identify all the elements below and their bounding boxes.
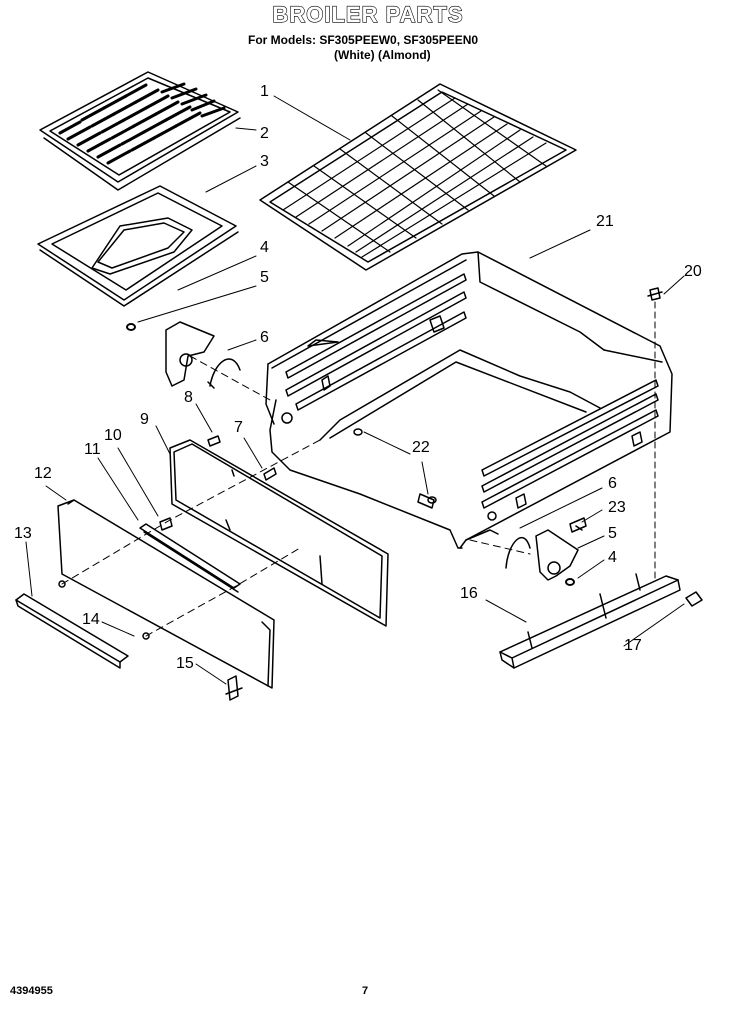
callout-9: 9 bbox=[140, 411, 149, 428]
screw-part-15 bbox=[225, 675, 243, 701]
leader-lines bbox=[25, 95, 685, 685]
callout-13: 13 bbox=[14, 525, 32, 542]
callout-11: 11 bbox=[84, 441, 101, 458]
screw-part-7 bbox=[263, 467, 277, 481]
callout-5-left: 5 bbox=[260, 269, 269, 286]
callout-20: 20 bbox=[684, 263, 702, 280]
model-colors: (White) (Almond) bbox=[334, 48, 431, 62]
callout-15: 15 bbox=[176, 655, 194, 672]
broiler-drawer-part bbox=[265, 251, 673, 549]
door-trim-part bbox=[15, 593, 129, 669]
left-bracket-part bbox=[126, 321, 241, 389]
callout-4-left: 4 bbox=[260, 239, 269, 256]
oven-rack-part bbox=[259, 83, 577, 271]
screw-part-20 bbox=[647, 287, 663, 301]
callout-1: 1 bbox=[260, 83, 269, 100]
callout-5-right: 5 bbox=[608, 525, 617, 542]
page-title: BROILER PARTS bbox=[272, 1, 464, 27]
callout-7: 7 bbox=[234, 419, 243, 436]
door-handle-part bbox=[139, 517, 241, 593]
callout-2: 2 bbox=[260, 125, 269, 142]
callout-14: 14 bbox=[82, 611, 100, 628]
outer-door-part bbox=[57, 499, 275, 689]
broiler-pan-part bbox=[37, 185, 239, 307]
callout-16: 16 bbox=[460, 585, 478, 602]
callout-12: 12 bbox=[34, 465, 52, 482]
callout-8: 8 bbox=[184, 389, 193, 406]
callout-21: 21 bbox=[596, 213, 614, 230]
callout-4-right: 4 bbox=[608, 549, 617, 566]
callout-6-left: 6 bbox=[260, 329, 269, 346]
callout-6-right: 6 bbox=[608, 475, 617, 492]
callout-10: 10 bbox=[104, 427, 122, 444]
broiler-grid-part bbox=[39, 71, 241, 191]
callout-23: 23 bbox=[608, 499, 626, 516]
assembly-lines bbox=[61, 355, 531, 637]
glide-part bbox=[685, 591, 703, 607]
model-numbers: For Models: SF305PEEW0, SF305PEEN0 bbox=[248, 33, 479, 47]
rear-rail-part bbox=[499, 573, 681, 669]
document-number: 4394955 bbox=[10, 985, 53, 997]
screw-part-14 bbox=[58, 580, 150, 640]
screw-part-22 bbox=[353, 428, 437, 504]
callout-17: 17 bbox=[624, 637, 642, 654]
right-bracket-part bbox=[505, 517, 587, 586]
callout-22: 22 bbox=[412, 439, 430, 456]
inner-door-panel-part bbox=[169, 439, 389, 627]
page-number: 7 bbox=[362, 985, 369, 997]
callout-3: 3 bbox=[260, 153, 269, 170]
screw-part-8 bbox=[207, 435, 221, 447]
